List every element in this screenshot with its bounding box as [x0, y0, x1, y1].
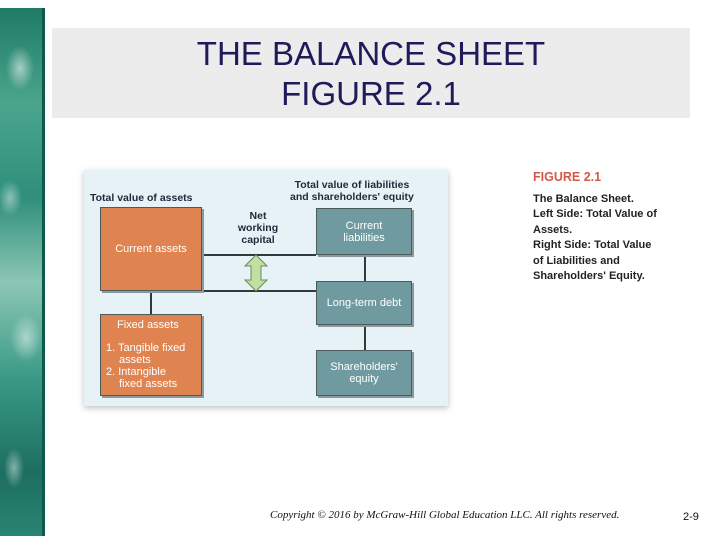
nwc-label-line-3: capital [241, 234, 275, 246]
copyright-footer: Copyright © 2016 by McGraw-Hill Global E… [270, 509, 620, 521]
nwc-label-line-2: working [237, 222, 279, 234]
liabilities-heading-line-1: Total value of liabilities [294, 179, 410, 191]
current-liabilities-label: Current liabilities [317, 220, 411, 244]
double-arrow-icon [244, 254, 268, 292]
current-liabilities-line-2: liabilities [343, 231, 385, 244]
figure-caption: FIGURE 2.1 The Balance Sheet. Left Side:… [533, 170, 693, 285]
title-line-2: FIGURE 2.1 [281, 75, 461, 112]
caption-line-4: Right Side: Total Value [533, 239, 652, 251]
liabilities-heading: Total value of liabilities and sharehold… [290, 179, 414, 203]
title-line-1: THE BALANCE SHEET [196, 35, 546, 72]
current-liabilities-box: Current liabilities [316, 208, 412, 255]
shareholders-equity-line-2: equity [349, 373, 379, 385]
assets-heading: Total value of assets [90, 192, 193, 204]
caption-line-5: of Liabilities and [533, 254, 620, 267]
fixed-assets-item-2-cont: fixed assets [119, 378, 178, 390]
connector-left-vertical [150, 290, 152, 314]
fixed-assets-item-1: 1. Tangible fixed [106, 342, 186, 354]
fixed-assets-item-1-cont: assets [119, 354, 151, 366]
fixed-assets-item-2: 2. Intangible [106, 366, 166, 378]
caption-line-3: Assets. [533, 223, 573, 236]
liabilities-heading-line-2: and shareholders' equity [290, 191, 414, 203]
caption-line-6: Shareholders' Equity. [533, 270, 645, 282]
shareholders-equity-line-1: Shareholders' [330, 361, 398, 373]
current-assets-box: Current assets [100, 207, 202, 291]
connector-fixed [202, 290, 316, 292]
shareholders-equity-label: Shareholders' equity [317, 361, 411, 385]
caption-heading: FIGURE 2.1 [533, 170, 602, 184]
shareholders-equity-box: Shareholders' equity [316, 350, 412, 396]
balance-sheet-figure: Total value of assets Total value of lia… [84, 170, 448, 406]
page-number: 2-9 [683, 511, 699, 523]
slide-title: THE BALANCE SHEET FIGURE 2.1 [52, 28, 690, 114]
nwc-label-line-1: Net [249, 210, 267, 222]
fixed-assets-heading: Fixed assets [117, 319, 179, 331]
long-term-debt-label: Long-term debt [326, 297, 402, 309]
connector-current [202, 254, 316, 256]
long-term-debt-box: Long-term debt [316, 281, 412, 325]
caption-line-2: Left Side: Total Value of [533, 208, 657, 220]
fixed-assets-box: Fixed assets 1. Tangible fixed assets 2.… [100, 314, 202, 396]
decorative-water-strip [0, 8, 45, 536]
current-liabilities-line-1: Current [345, 219, 383, 232]
caption-line-1: The Balance Sheet. [533, 192, 634, 205]
nwc-label: Net working capital [230, 210, 286, 246]
current-assets-label: Current assets [115, 243, 187, 255]
title-band [52, 28, 690, 118]
